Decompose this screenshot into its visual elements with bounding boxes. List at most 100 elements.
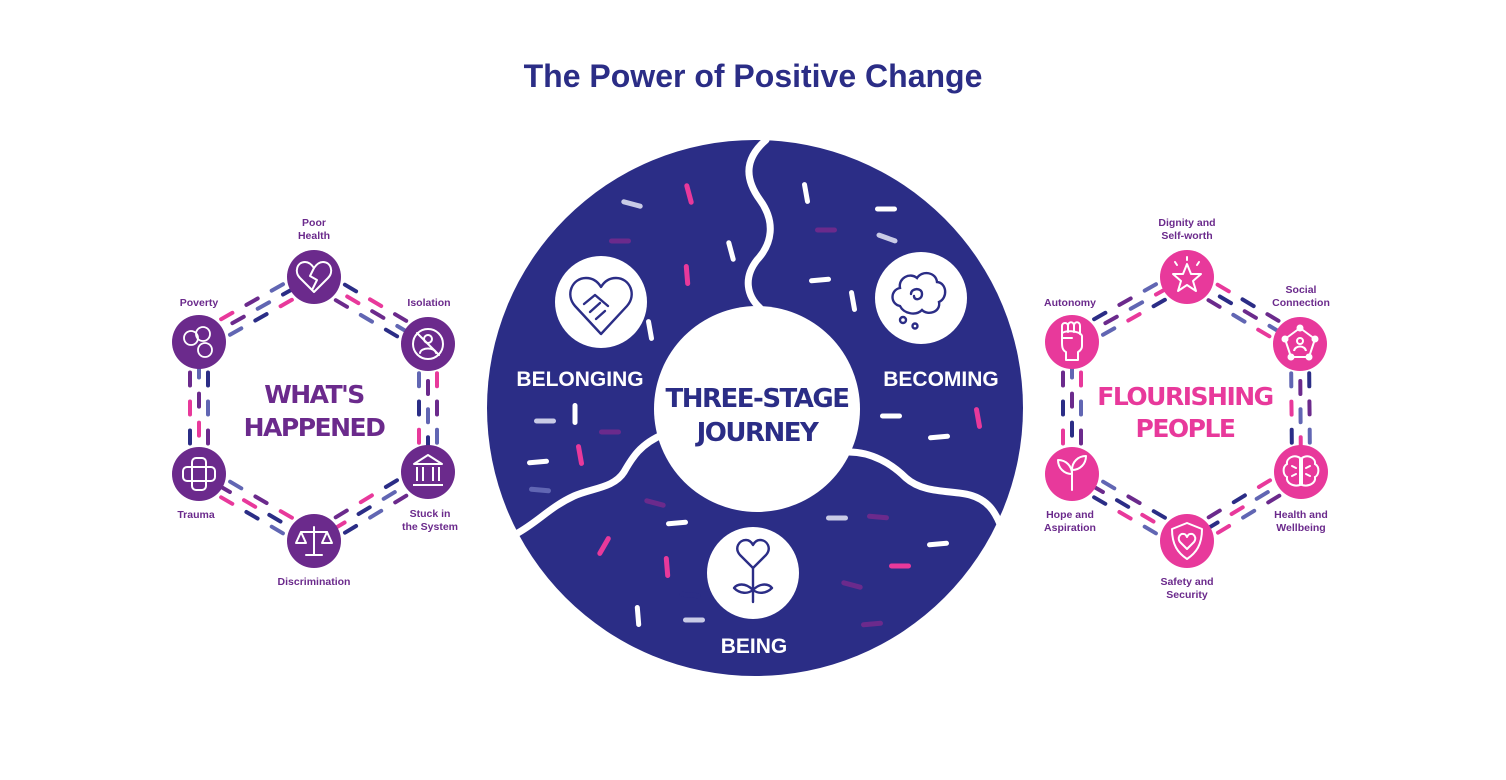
decorative-dash [253, 312, 269, 323]
decorative-dash [358, 493, 374, 505]
decorative-dash [663, 556, 671, 578]
stage-belonging: BELONGING [516, 256, 647, 391]
decorative-dash [1242, 309, 1258, 320]
node-trauma: Trauma [172, 447, 226, 521]
decorative-dash [1151, 297, 1167, 309]
decorative-dash [726, 240, 736, 262]
right-ring-title-line2: PEOPLE [1136, 414, 1235, 443]
node-label-safety-2: Security [1166, 589, 1208, 601]
node-label-isolation: Isolation [407, 297, 450, 309]
decorative-dash [684, 183, 694, 205]
decorative-dash [278, 297, 294, 309]
decorative-dash [269, 282, 285, 293]
decorative-dash [1092, 310, 1108, 322]
decorative-dash [345, 294, 361, 306]
decorative-dash [1216, 524, 1232, 535]
node-label-health-1: Health and [1274, 509, 1328, 521]
node-stuck-in-system: Stuck in the System [401, 445, 458, 533]
decorative-dash [1101, 479, 1117, 491]
stage-label-belonging: BELONGING [516, 368, 643, 391]
decorative-dash [1142, 524, 1158, 536]
decorative-dash [1217, 294, 1233, 306]
decorative-dash [244, 510, 260, 521]
wheel-dashes [527, 182, 982, 628]
decorative-dash [1241, 508, 1257, 520]
wheel-core [654, 306, 860, 512]
core-title-line1: THREE-STAGE [666, 384, 849, 414]
node-label-social-2: Connection [1272, 297, 1330, 309]
page-title: The Power of Positive Change [523, 58, 983, 94]
decorative-dash [228, 479, 244, 491]
decorative-dash [1206, 508, 1222, 520]
node-poverty: Poverty [172, 297, 226, 369]
brain-icon [1282, 455, 1320, 487]
raised-fist-icon [1061, 321, 1083, 361]
stage-label-becoming: BECOMING [883, 368, 999, 391]
decorative-dash [381, 490, 397, 501]
decorative-dash [527, 458, 549, 466]
decorative-dash [219, 495, 235, 506]
decorative-dash [1117, 510, 1133, 521]
decorative-dash [1256, 327, 1272, 339]
coins-icon [183, 326, 213, 358]
broken-heart-icon [295, 261, 333, 293]
decorative-dash [1265, 312, 1281, 323]
node-label-autonomy: Autonomy [1044, 297, 1096, 309]
decorative-dash [1142, 282, 1158, 293]
decorative-dash [861, 620, 883, 628]
decorative-dash [974, 407, 982, 429]
isolation-icon [412, 328, 444, 360]
decorative-dash [1231, 312, 1247, 324]
decorative-dash [529, 486, 551, 494]
node-label-social-1: Social [1286, 284, 1317, 296]
left-ring: WHAT'S HAPPENED Poor Health [172, 217, 458, 588]
decorative-dash [928, 433, 950, 441]
network-icon [1281, 324, 1319, 361]
decorative-dash [333, 508, 349, 520]
decorative-dash [383, 478, 399, 489]
decorative-dash [393, 493, 409, 505]
decorative-dash [1128, 300, 1145, 311]
decorative-dash [1206, 298, 1222, 309]
scales-icon [295, 526, 333, 556]
decorative-dash [342, 282, 359, 294]
decorative-dash [576, 444, 584, 466]
decorative-dash [368, 508, 384, 520]
institution-icon [413, 454, 443, 486]
decorative-dash [269, 524, 285, 536]
node-label-poor-health-1: Poor [302, 217, 326, 229]
decorative-dash [802, 182, 810, 204]
node-label-dignity-2: Self-worth [1161, 230, 1212, 242]
decorative-dash [927, 540, 949, 548]
node-label-safety-1: Safety and [1160, 576, 1213, 588]
decorative-dash [1103, 314, 1119, 326]
decorative-dash [370, 309, 386, 320]
decorative-dash [1266, 493, 1282, 505]
node-label-poor-health-2: Health [298, 230, 330, 242]
decorative-dash [230, 314, 246, 326]
node-label-health-2: Wellbeing [1276, 522, 1325, 534]
node-label-stuck-2: the System [402, 521, 458, 533]
decorative-dash [333, 298, 349, 309]
decorative-dash [867, 513, 889, 521]
decorative-dash [358, 313, 374, 324]
node-discrimination: Discrimination [278, 514, 351, 588]
decorative-dash [356, 505, 372, 516]
decorative-dash [1231, 493, 1247, 505]
decorative-dash [597, 536, 611, 556]
node-dignity: Dignity and Self-worth [1158, 217, 1216, 304]
decorative-dash [1151, 509, 1167, 520]
node-isolation: Isolation [401, 297, 455, 371]
decorative-dash [383, 327, 400, 339]
node-label-stuck-1: Stuck in [410, 508, 451, 520]
node-health-wellbeing: Health and Wellbeing [1274, 445, 1328, 534]
right-ring: FLOURISHING PEOPLE Dignity and Self-wort… [1044, 217, 1330, 601]
node-label-trauma: Trauma [177, 509, 215, 521]
node-label-discrimination: Discrimination [278, 576, 351, 588]
decorative-dash [634, 605, 642, 627]
decorative-dash [1140, 512, 1156, 524]
node-autonomy: Autonomy [1044, 297, 1099, 369]
right-ring-title-line1: FLOURISHING [1097, 382, 1272, 411]
